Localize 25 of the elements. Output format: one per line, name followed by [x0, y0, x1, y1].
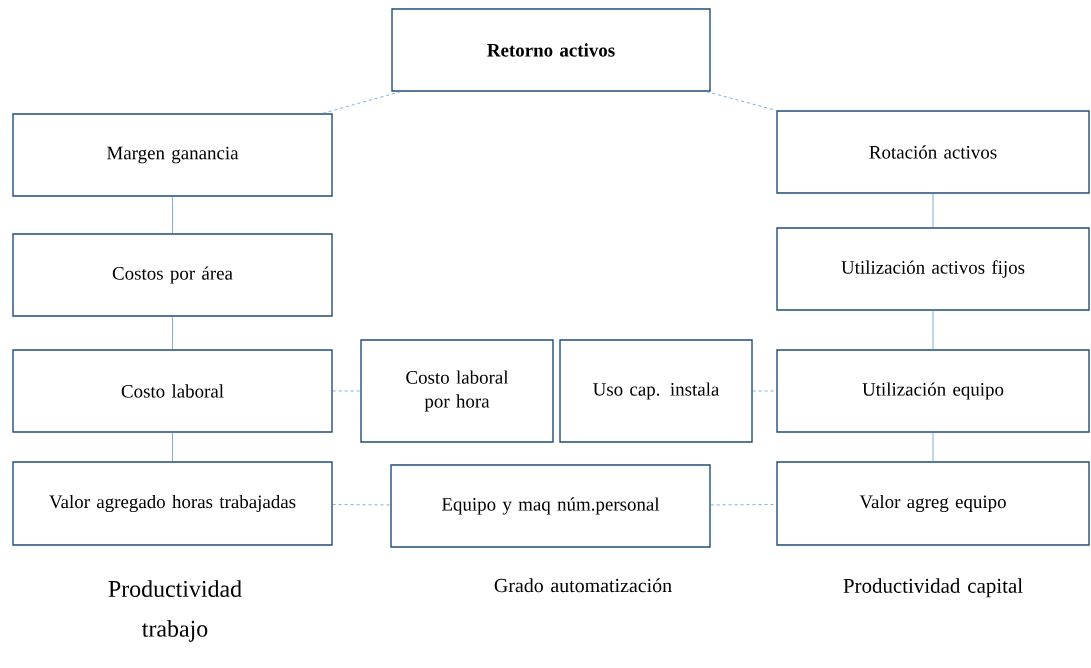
process-box: Valor agreg equipo — [776, 461, 1090, 546]
connector-line — [332, 504, 391, 506]
connector-line — [332, 390, 361, 392]
process-box: Equipo y maq núm.personal — [390, 464, 711, 548]
process-box: Retorno activos — [391, 8, 711, 92]
column-heading: Productividad capital — [843, 578, 1023, 598]
process-box: Costo laboral — [12, 349, 333, 433]
process-box: Margen ganancia — [12, 113, 333, 197]
connector-line — [172, 196, 173, 234]
connector-line — [932, 310, 934, 350]
connector-line — [932, 432, 934, 462]
column-heading: Grado automatización — [494, 578, 672, 593]
connector-line — [172, 316, 173, 350]
process-box: Uso cap. instala — [559, 339, 753, 443]
process-box: Costos por área — [12, 233, 333, 317]
process-box: Rotación activos — [776, 110, 1090, 194]
connector-line — [322, 91, 401, 114]
process-box: Costo laboral por hora — [360, 339, 554, 443]
process-box: Utilización equipo — [776, 349, 1090, 433]
connector-line — [932, 193, 934, 228]
connector-line — [172, 432, 173, 462]
process-box: Utilización activos fijos — [776, 227, 1090, 311]
process-box: Valor agregado horas trabajadas — [12, 461, 333, 546]
column-heading: Productividad trabajo — [108, 580, 242, 642]
connector-line — [752, 390, 777, 392]
